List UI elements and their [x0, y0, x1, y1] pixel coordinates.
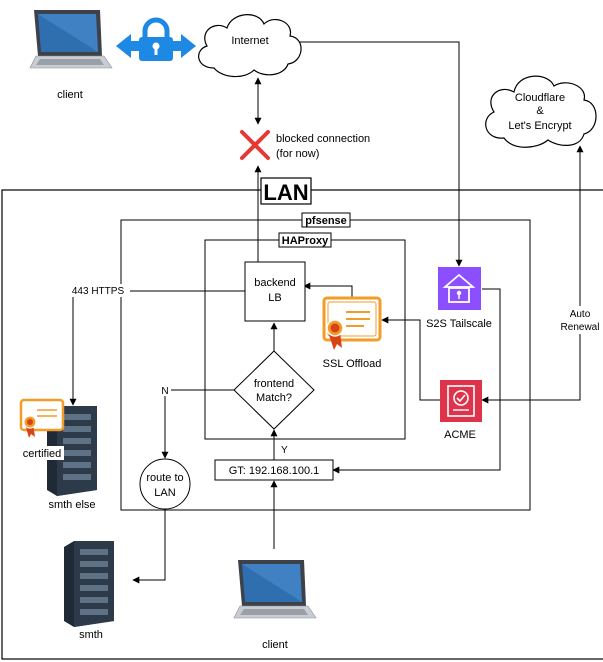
s2s-tailscale-label: S2S Tailscale	[426, 318, 492, 330]
acme-label: ACME	[444, 429, 476, 441]
server-icon	[64, 541, 114, 627]
edge-frontend-route	[161, 389, 235, 459]
smth-label: smth	[79, 629, 103, 641]
route-label-1: route to	[146, 472, 183, 484]
cloud-icon	[485, 75, 597, 148]
tailscale-icon	[438, 267, 481, 310]
laptop-icon	[233, 560, 317, 619]
frontend-label-2: Match?	[256, 392, 292, 404]
yes-label: Y	[281, 445, 288, 456]
https-label-bg	[66, 284, 130, 297]
lan-title: LAN	[263, 180, 308, 205]
smth-else-label: smth else	[48, 499, 95, 511]
lan-title-box	[260, 177, 312, 205]
backend-label-2: LB	[268, 292, 281, 304]
blocked-label-2: (for now)	[276, 148, 319, 160]
edge-internet-tailscale	[294, 41, 463, 267]
acme-icon	[440, 380, 482, 422]
pfsense-title-box	[301, 212, 351, 228]
edge-ssl-backend	[303, 282, 353, 298]
no-label-bg	[159, 384, 171, 396]
haproxy-title-box	[278, 232, 332, 248]
client-bottom-label: client	[262, 639, 288, 651]
edge-tailscale-gt	[332, 288, 501, 474]
blocked-x-icon	[240, 130, 270, 160]
auto-renewal-label-1: Auto	[570, 309, 591, 320]
https-label: 443 HTTPS	[72, 286, 125, 297]
blocked-label-1: blocked connection	[276, 133, 370, 145]
client-top-label: client	[57, 89, 83, 101]
backend-label-1: backend	[254, 277, 296, 289]
edge-acme-ssl	[381, 316, 440, 401]
frontend-label-1: frontend	[254, 378, 294, 390]
route-to-lan-circle	[139, 458, 191, 510]
haproxy-title: HAProxy	[282, 235, 329, 247]
no-label: N	[161, 386, 168, 397]
cloudflare-label-3: Let's Encrypt	[508, 120, 571, 132]
edge-route-smth	[132, 510, 166, 584]
gateway-label: GT: 192.168.100.1	[229, 465, 320, 477]
gateway-box	[214, 459, 334, 481]
internet-label: Internet	[231, 35, 268, 47]
cloud-icon	[198, 14, 302, 78]
cloudflare-label-2: &	[536, 105, 544, 117]
frontend-match-diamond	[233, 350, 315, 430]
pfsense-title: pfsense	[305, 215, 347, 227]
certificate-icon	[322, 296, 382, 350]
auto-renewal-label-2: Renewal	[561, 322, 600, 333]
auto-renewal-label-bg	[556, 306, 603, 334]
certified-label-bg	[20, 446, 64, 460]
cloudflare-label-1: Cloudflare	[515, 92, 565, 104]
certified-label: certified	[23, 448, 62, 460]
route-label-2: LAN	[154, 487, 175, 499]
laptop-icon	[29, 10, 113, 69]
certificate-icon	[19, 398, 65, 438]
ssl-offload-label: SSL Offload	[323, 358, 382, 370]
padlock-icon	[116, 17, 196, 61]
edge-acme-cloudflare	[481, 145, 584, 404]
backend-lb-box	[244, 261, 306, 322]
